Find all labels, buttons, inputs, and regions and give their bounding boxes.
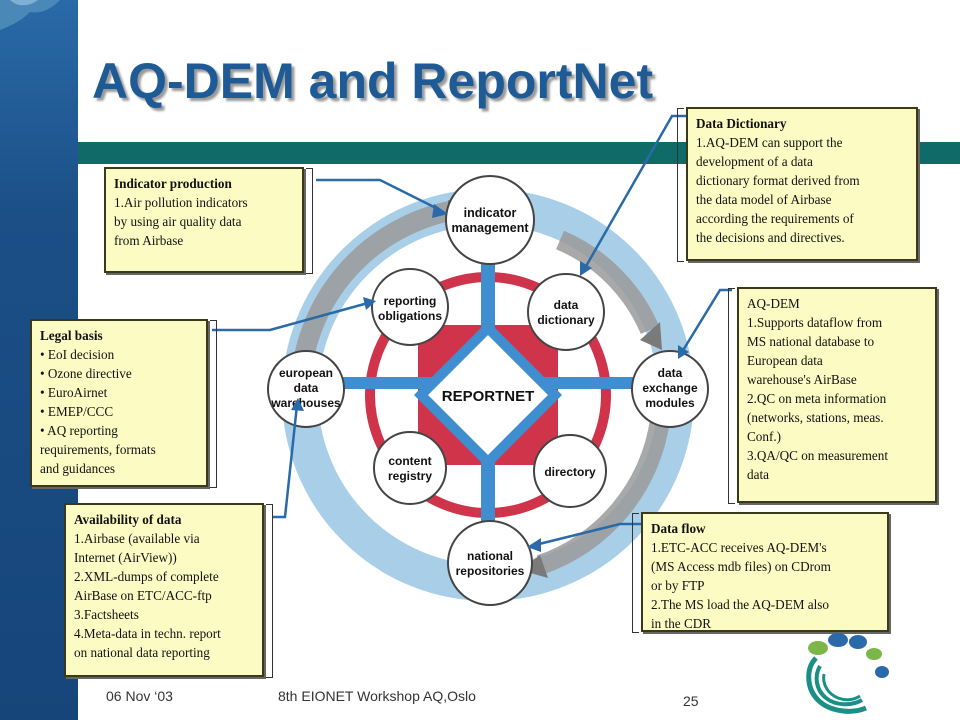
svg-text:directory: directory bbox=[544, 465, 596, 479]
svg-text:reporting: reporting bbox=[384, 294, 437, 308]
node-reporting-obligations: reporting obligations bbox=[371, 268, 449, 346]
node-national-repositories: national repositories bbox=[447, 520, 533, 606]
bracket-aqdem bbox=[728, 288, 735, 504]
node-directory: directory bbox=[533, 434, 607, 508]
connector-arrowheads bbox=[291, 204, 689, 552]
box-indicator-production: Indicator production 1.Air pollution ind… bbox=[104, 167, 304, 273]
node-data-dictionary: data dictionary bbox=[527, 273, 605, 351]
box-data-dictionary: Data Dictionary 1.AQ-DEM can support the… bbox=[686, 107, 918, 261]
svg-text:indicator: indicator bbox=[464, 206, 517, 220]
box-data-flow: Data flow 1.ETC-ACC receives AQ-DEM's (M… bbox=[641, 512, 889, 632]
svg-text:data: data bbox=[294, 381, 319, 395]
svg-text:registry: registry bbox=[388, 469, 432, 483]
svg-text:modules: modules bbox=[645, 396, 695, 410]
page-title: AQ-DEM and ReportNet bbox=[92, 53, 654, 109]
svg-text:management: management bbox=[451, 221, 529, 235]
svg-text:data: data bbox=[554, 298, 579, 312]
svg-text:exchange: exchange bbox=[642, 381, 698, 395]
svg-text:data: data bbox=[658, 366, 683, 380]
svg-text:obligations: obligations bbox=[378, 309, 442, 323]
footer-page-number: 25 bbox=[683, 693, 699, 709]
node-european-data-warehouses: european data warehouses bbox=[267, 350, 345, 428]
svg-text:dictionary: dictionary bbox=[537, 313, 595, 327]
svg-text:warehouses: warehouses bbox=[270, 396, 341, 410]
bracket-dictionary bbox=[677, 108, 684, 262]
node-indicator-management: indicator management bbox=[445, 175, 535, 265]
box-availability-of-data: Availability of data 1.Airbase (availabl… bbox=[64, 503, 264, 677]
eionet-corner-logo bbox=[0, 0, 60, 30]
node-content-registry: content registry bbox=[373, 431, 447, 505]
svg-text:national: national bbox=[467, 549, 513, 563]
svg-text:repositories: repositories bbox=[456, 564, 525, 578]
bracket-availability bbox=[266, 504, 273, 678]
footer-event: 8th EIONET Workshop AQ,Oslo bbox=[278, 688, 476, 704]
center-label: REPORTNET bbox=[442, 388, 535, 405]
box-legal-basis: Legal basis • EoI decision • Ozone direc… bbox=[30, 319, 208, 487]
bracket-legal bbox=[210, 320, 217, 488]
eionet-logo bbox=[806, 633, 889, 714]
svg-text:european: european bbox=[279, 366, 333, 380]
footer-date: 06 Nov ‘03 bbox=[106, 688, 173, 704]
bracket-flow bbox=[632, 513, 639, 633]
bracket-indicator bbox=[306, 168, 313, 274]
box-aq-dem: AQ-DEM 1.Supports dataflow from MS natio… bbox=[737, 287, 937, 503]
svg-text:content: content bbox=[388, 454, 431, 468]
node-data-exchange-modules: data exchange modules bbox=[631, 350, 709, 428]
